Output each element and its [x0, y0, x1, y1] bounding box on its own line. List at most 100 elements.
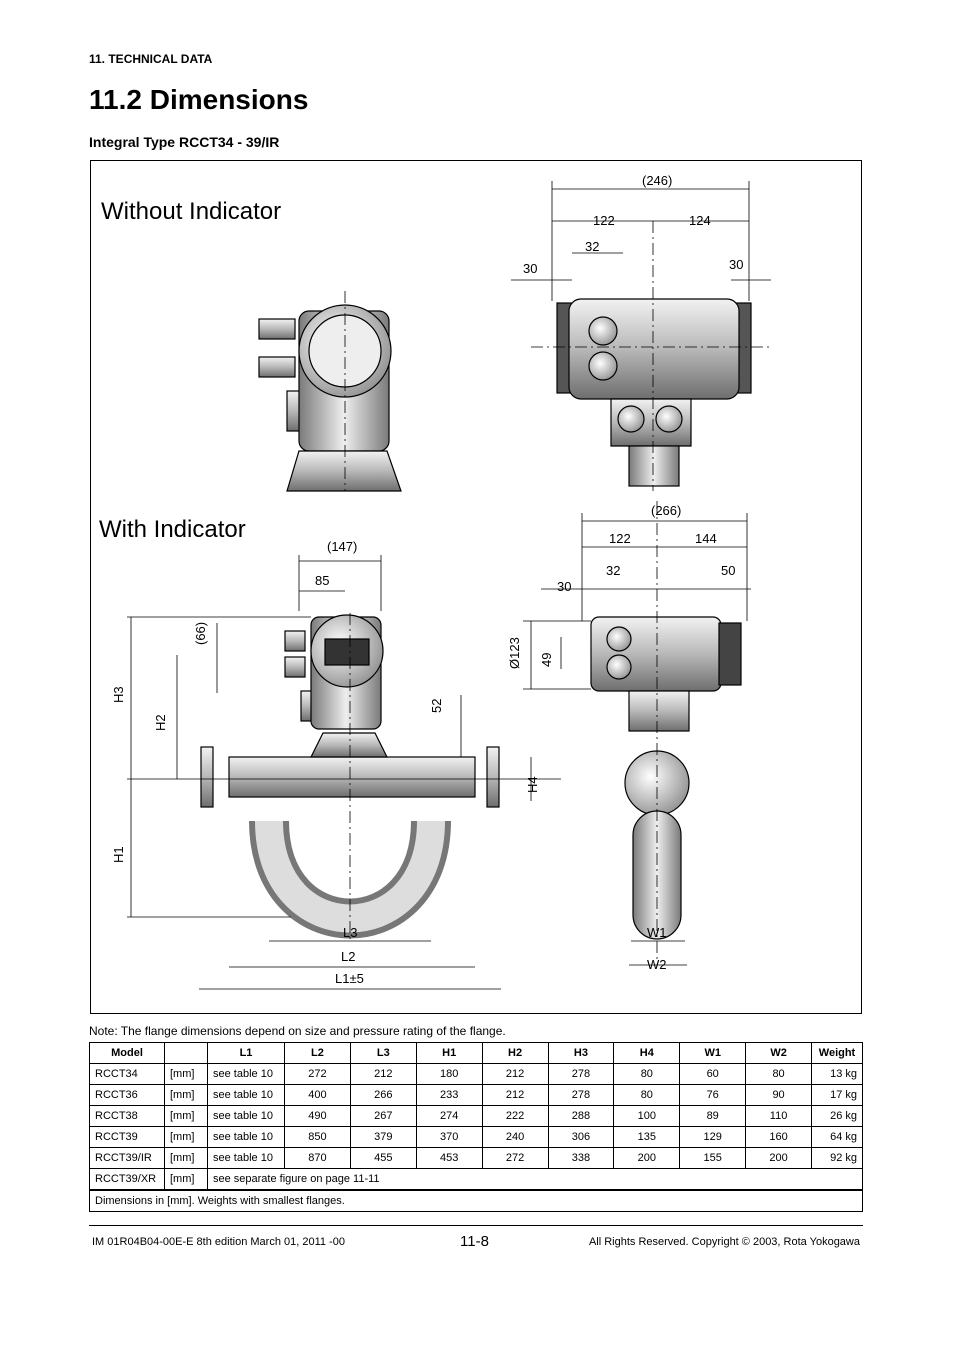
- table-cell: 180: [415, 1063, 483, 1085]
- table-cell: 135: [613, 1126, 681, 1148]
- table-cell: 90: [745, 1084, 812, 1106]
- table-cell: RCCT38: [89, 1105, 165, 1127]
- table-cell: 370: [415, 1126, 483, 1148]
- table-cell: 13 kg: [811, 1063, 863, 1085]
- table-cell: 379: [349, 1126, 417, 1148]
- table-cell: 233: [415, 1084, 483, 1106]
- table-cell: 240: [481, 1126, 549, 1148]
- transmitter-front-view: [258, 291, 402, 492]
- table-cell: RCCT34: [89, 1063, 165, 1085]
- dim-overall-top: (246): [642, 173, 672, 188]
- table-cell: 455: [349, 1147, 417, 1169]
- table-cell: 212: [481, 1084, 549, 1106]
- table-cell: RCCT39/IR: [89, 1147, 165, 1169]
- dim-144-side: 144: [695, 531, 717, 546]
- xr-text: see separate figure on page 11-11: [207, 1168, 863, 1191]
- dim-l3: L3: [343, 925, 357, 940]
- dim-h2: H2: [153, 714, 168, 731]
- section-heading: 11. TECHNICAL DATA: [89, 52, 213, 66]
- dim-h4: H4: [525, 776, 540, 793]
- dim-32-side: 32: [606, 563, 620, 578]
- table-cell: 212: [349, 1063, 417, 1085]
- dim-52: 52: [429, 699, 444, 713]
- footer-doc-id: IM 01R04B04-00E-E 8th edition March 01, …: [92, 1236, 345, 1248]
- table-footer-text: Dimensions in [mm]. Weights with smalles…: [89, 1189, 863, 1212]
- table-cell: [mm]: [164, 1105, 208, 1127]
- table-cell: 76: [679, 1084, 747, 1106]
- table-cell: 288: [547, 1105, 615, 1127]
- col-w1: W1: [679, 1042, 747, 1064]
- footer-rule: [89, 1225, 863, 1226]
- dimension-drawing: Without Indicator With Indicator: [90, 160, 862, 1014]
- table-cell: 870: [284, 1147, 351, 1169]
- dim-30b-top: 30: [729, 257, 743, 272]
- col-weight: Weight: [811, 1042, 863, 1064]
- dim-overall-side: (266): [651, 503, 681, 518]
- table-cell: see table 10: [207, 1147, 285, 1169]
- table-cell: [mm]: [164, 1126, 208, 1148]
- dim-w2: W2: [647, 957, 667, 972]
- figure-subtitle: Integral Type RCCT34 - 39/IR: [89, 134, 280, 150]
- with-indicator-label: With Indicator: [99, 516, 246, 543]
- without-indicator-label: Without Indicator: [101, 198, 281, 225]
- table-cell: [mm]: [164, 1063, 208, 1085]
- dim-30-side: 30: [557, 579, 571, 594]
- dim-85: 85: [315, 573, 329, 588]
- meter-side-view: [590, 501, 742, 961]
- table-cell: 92 kg: [811, 1147, 863, 1169]
- dim-h3: H3: [111, 686, 126, 703]
- table-cell: 80: [613, 1063, 681, 1085]
- col-h4: H4: [613, 1042, 681, 1064]
- meter-front-view: [200, 613, 500, 941]
- footer-copyright: All Rights Reserved. Copyright © 2003, R…: [588, 1236, 860, 1248]
- side-dimension-lines: [127, 513, 751, 990]
- table-cell: 17 kg: [811, 1084, 863, 1106]
- col-unit: [164, 1042, 208, 1064]
- table-cell: 272: [481, 1147, 549, 1169]
- table-cell: 60: [679, 1063, 747, 1085]
- table-row-xr: RCCT39/XR [mm] see separate figure on pa…: [89, 1168, 863, 1191]
- col-h3: H3: [547, 1042, 615, 1064]
- table-cell: 274: [415, 1105, 483, 1127]
- table-cell: see table 10: [207, 1105, 285, 1127]
- footer-page-number: 11-8: [460, 1233, 489, 1250]
- page-title: 11.2 Dimensions: [89, 84, 309, 115]
- table-cell: 400: [284, 1084, 351, 1106]
- dim-l1: L1±5: [335, 971, 364, 986]
- dim-50-side: 50: [721, 563, 735, 578]
- table-cell: see table 10: [207, 1063, 285, 1085]
- col-h2: H2: [481, 1042, 549, 1064]
- col-l2: L2: [284, 1042, 351, 1064]
- table-cell: 266: [349, 1084, 417, 1106]
- col-l3: L3: [349, 1042, 417, 1064]
- transmitter-side-view: [531, 221, 771, 491]
- xr-model: RCCT39/XR: [89, 1168, 165, 1191]
- table-cell: [mm]: [164, 1147, 208, 1169]
- table-cell: 453: [415, 1147, 483, 1169]
- table-cell: 222: [481, 1105, 549, 1127]
- table-cell: 200: [613, 1147, 681, 1169]
- table-cell: see table 10: [207, 1084, 285, 1106]
- col-model: Model: [89, 1042, 165, 1064]
- xr-unit: [mm]: [164, 1168, 208, 1191]
- dim-30a-top: 30: [523, 261, 537, 276]
- table-cell: 212: [481, 1063, 549, 1085]
- dim-66: (66): [193, 622, 208, 645]
- table-cell: 850: [284, 1126, 351, 1148]
- top-dimension-lines: [511, 181, 771, 301]
- table-cell: 490: [284, 1105, 351, 1127]
- table-cell: 64 kg: [811, 1126, 863, 1148]
- table-cell: 26 kg: [811, 1105, 863, 1127]
- col-h1: H1: [415, 1042, 483, 1064]
- table-cell: RCCT36: [89, 1084, 165, 1106]
- dim-w1: W1: [647, 925, 667, 940]
- table-footer-row: Dimensions in [mm]. Weights with smalles…: [89, 1189, 863, 1212]
- table-cell: 100: [613, 1105, 681, 1127]
- table-header-row: Model L1 L2 L3 H1 H2 H3 H4 W1 W2 Weight: [89, 1042, 863, 1064]
- dim-h1: H1: [111, 846, 126, 863]
- dim-diameter: Ø123: [507, 637, 522, 669]
